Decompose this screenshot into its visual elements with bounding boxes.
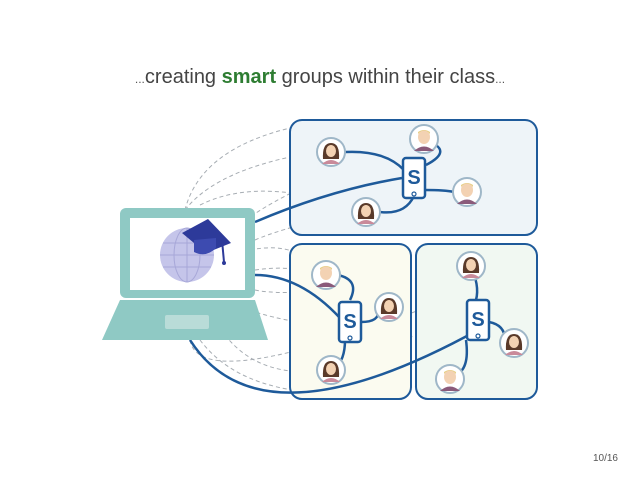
solid-connectors <box>188 138 507 394</box>
student-female-icon <box>316 355 346 385</box>
smartphone-s-icon <box>465 298 491 342</box>
student-female-icon <box>374 292 404 322</box>
page-number: 10/16 <box>592 453 618 464</box>
smartphone-s-icon <box>337 300 363 344</box>
title-after: groups within their class <box>276 66 496 88</box>
student-male-icon <box>435 364 465 394</box>
title-accent-word: smart <box>221 66 277 88</box>
student-male-icon <box>311 260 341 290</box>
student-male-icon <box>452 177 482 207</box>
student-female-icon <box>351 197 381 227</box>
title-prefix-dots: ... <box>134 72 145 86</box>
student-female-icon <box>499 328 529 358</box>
student-male-icon <box>409 124 439 154</box>
student-female-icon <box>456 251 486 281</box>
smartphone-s-icon <box>401 156 427 200</box>
title-before: creating <box>144 66 222 88</box>
student-female-icon <box>316 137 346 167</box>
graduation-cap-icon <box>182 219 231 265</box>
title-suffix-dots: ... <box>495 72 506 86</box>
slide-title: ...creating smart groups within their cl… <box>0 66 640 89</box>
